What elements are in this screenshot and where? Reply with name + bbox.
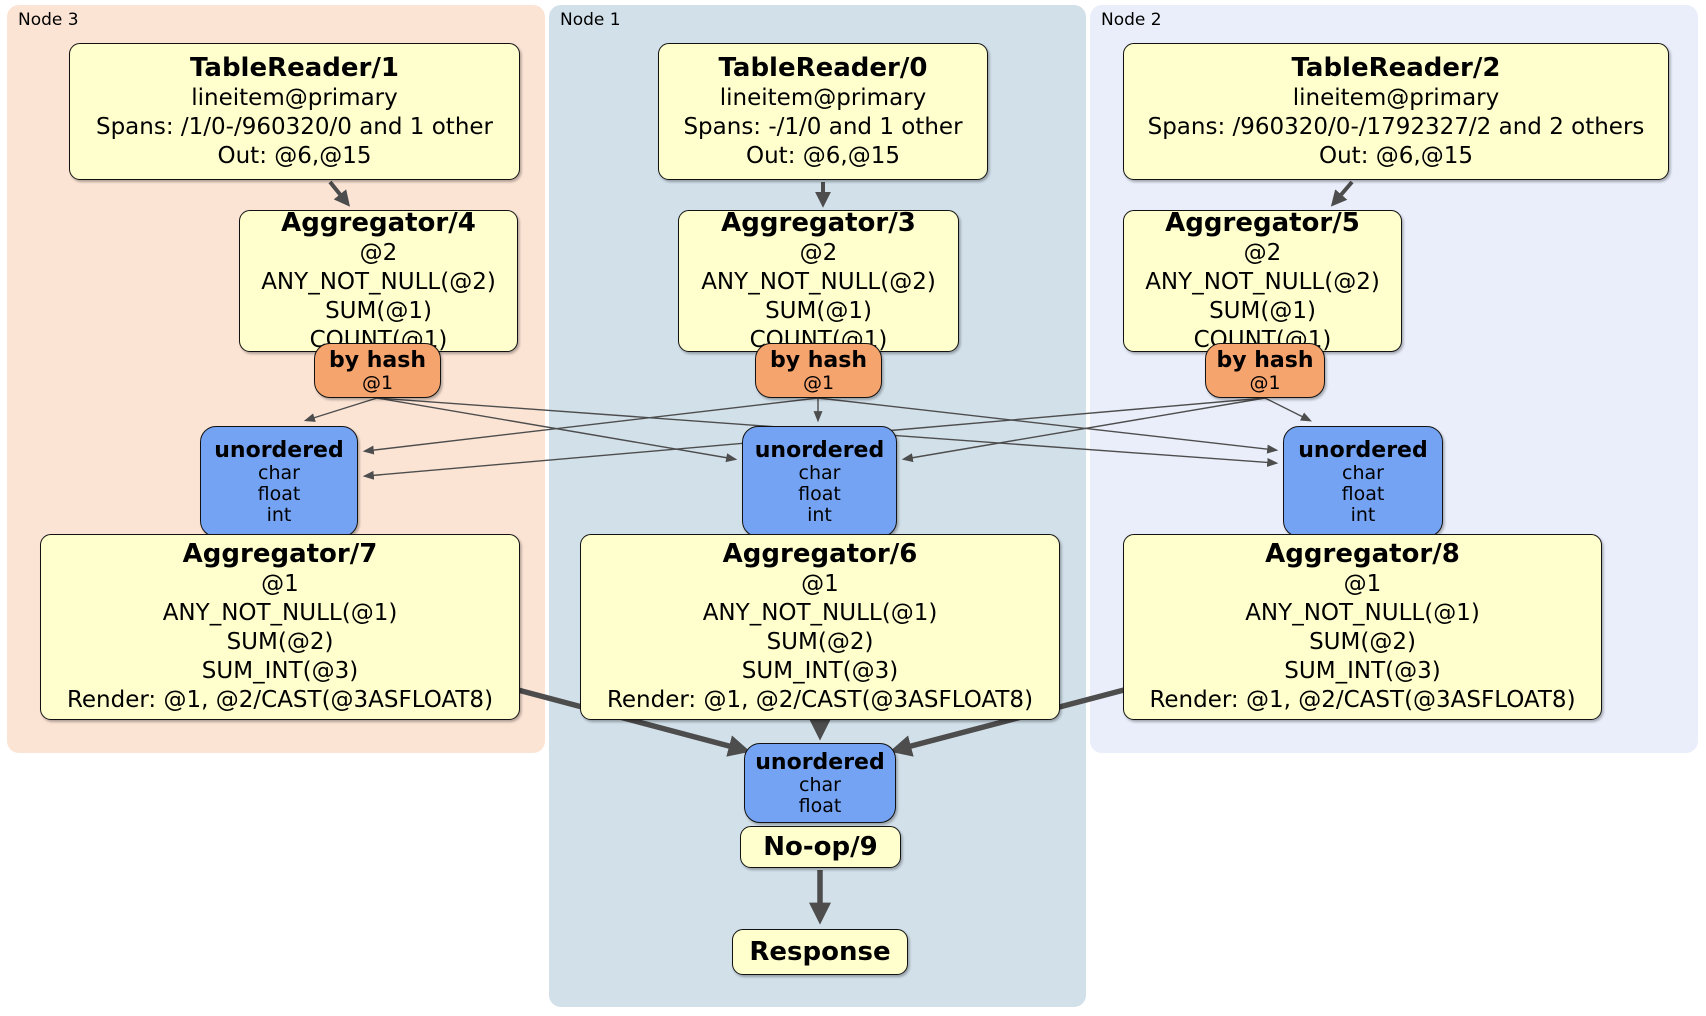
hash-key: @1	[802, 371, 835, 394]
box-title: Aggregator/3	[721, 207, 916, 238]
box-unordered-node2: unordered char float int	[1283, 426, 1443, 537]
box-tablereader-2: TableReader/2 lineitem@primary Spans: /9…	[1123, 43, 1669, 180]
column-type: float	[798, 794, 842, 817]
box-unordered-final: unordered char float	[744, 743, 896, 823]
column-type: float	[257, 482, 301, 505]
group-line: @1	[801, 571, 839, 597]
spans-line: Spans: /1/0-/960320/0 and 1 other	[95, 113, 494, 140]
group-line: @1	[261, 571, 299, 597]
panel-label-node2: Node 2	[1101, 10, 1162, 30]
box-aggregator-5: Aggregator/5 @2 ANY_NOT_NULL(@2) SUM(@1)…	[1123, 207, 1402, 353]
box-aggregator-6: Aggregator/6 @1 ANY_NOT_NULL(@1) SUM(@2)…	[580, 534, 1060, 720]
column-type: int	[807, 503, 832, 526]
column-type: char	[798, 461, 841, 484]
box-tablereader-0: TableReader/0 lineitem@primary Spans: -/…	[658, 43, 988, 180]
group-line: @2	[1243, 239, 1282, 266]
column-type: char	[1342, 461, 1384, 484]
box-tablereader-1: TableReader/1 lineitem@primary Spans: /1…	[69, 43, 520, 180]
agg-line: SUM(@1)	[765, 297, 872, 324]
panel-label-node1: Node 1	[560, 10, 621, 30]
agg-line: SUM_INT(@3)	[201, 658, 359, 684]
box-aggregator-3: Aggregator/3 @2 ANY_NOT_NULL(@2) SUM(@1)…	[678, 207, 959, 353]
column-type: float	[798, 482, 841, 505]
box-title: Response	[749, 936, 891, 967]
box-title: by hash	[769, 347, 867, 373]
hash-key: @1	[361, 371, 394, 394]
group-line: @1	[1343, 571, 1382, 597]
box-byhash-node2: by hash @1	[1205, 343, 1325, 398]
spans-line: Spans: -/1/0 and 1 other	[683, 113, 963, 140]
group-line: @2	[359, 239, 398, 266]
index-line: lineitem@primary	[719, 84, 927, 111]
column-type: int	[266, 503, 292, 526]
box-response: Response	[732, 929, 908, 975]
out-line: Out: @6,@15	[217, 142, 372, 169]
panel-label-node3: Node 3	[18, 10, 79, 30]
out-line: Out: @6,@15	[746, 142, 900, 169]
agg-line: ANY_NOT_NULL(@1)	[162, 600, 398, 626]
box-aggregator-7: Aggregator/7 @1 ANY_NOT_NULL(@1) SUM(@2)…	[40, 534, 520, 720]
box-title: unordered	[755, 749, 885, 775]
box-byhash-node3: by hash @1	[314, 343, 441, 398]
box-title: by hash	[1216, 347, 1314, 373]
box-unordered-node3: unordered char float int	[200, 426, 358, 537]
spans-line: Spans: /960320/0-/1792327/2 and 2 others	[1147, 113, 1645, 140]
render-line: Render: @1, @2/CAST(@3ASFLOAT8)	[606, 687, 1034, 713]
out-line: Out: @6,@15	[1319, 142, 1473, 169]
box-byhash-node1: by hash @1	[755, 343, 882, 398]
box-title: unordered	[754, 437, 885, 463]
agg-line: ANY_NOT_NULL(@2)	[261, 268, 496, 295]
agg-line: SUM(@2)	[766, 629, 874, 655]
box-title: TableReader/0	[718, 52, 928, 83]
agg-line: ANY_NOT_NULL(@1)	[702, 600, 938, 626]
box-aggregator-8: Aggregator/8 @1 ANY_NOT_NULL(@1) SUM(@2)…	[1123, 534, 1602, 720]
agg-line: SUM(@2)	[1309, 629, 1416, 655]
agg-line: SUM_INT(@3)	[741, 658, 899, 684]
hash-key: @1	[1249, 371, 1281, 394]
agg-line: SUM(@1)	[325, 297, 432, 324]
box-aggregator-4: Aggregator/4 @2 ANY_NOT_NULL(@2) SUM(@1)…	[239, 207, 518, 353]
render-line: Render: @1, @2/CAST(@3ASFLOAT8)	[1149, 687, 1576, 713]
box-title: Aggregator/4	[281, 207, 476, 238]
column-type: int	[1350, 503, 1376, 526]
box-title: Aggregator/5	[1165, 207, 1360, 238]
agg-line: SUM(@2)	[226, 629, 334, 655]
agg-line: SUM(@1)	[1209, 297, 1316, 324]
column-type: char	[258, 461, 300, 484]
agg-line: ANY_NOT_NULL(@2)	[1145, 268, 1380, 295]
render-line: Render: @1, @2/CAST(@3ASFLOAT8)	[66, 687, 494, 713]
box-title: No-op/9	[763, 831, 878, 862]
box-title: by hash	[328, 347, 426, 373]
box-title: Aggregator/7	[182, 539, 378, 569]
box-title: TableReader/1	[190, 52, 399, 83]
box-title: Aggregator/8	[1265, 539, 1460, 569]
box-title: TableReader/2	[1291, 52, 1501, 83]
box-title: unordered	[1298, 437, 1428, 463]
group-line: @2	[799, 239, 838, 266]
index-line: lineitem@primary	[191, 84, 398, 111]
box-title: Aggregator/6	[722, 539, 918, 569]
column-type: float	[1341, 482, 1385, 505]
box-title: unordered	[214, 437, 344, 463]
agg-line: ANY_NOT_NULL(@2)	[701, 268, 936, 295]
box-unordered-node1: unordered char float int	[742, 426, 897, 537]
box-noop-9: No-op/9	[740, 826, 901, 868]
agg-line: ANY_NOT_NULL(@1)	[1245, 600, 1480, 626]
column-type: char	[799, 773, 841, 796]
agg-line: SUM_INT(@3)	[1284, 658, 1441, 684]
index-line: lineitem@primary	[1292, 84, 1500, 111]
